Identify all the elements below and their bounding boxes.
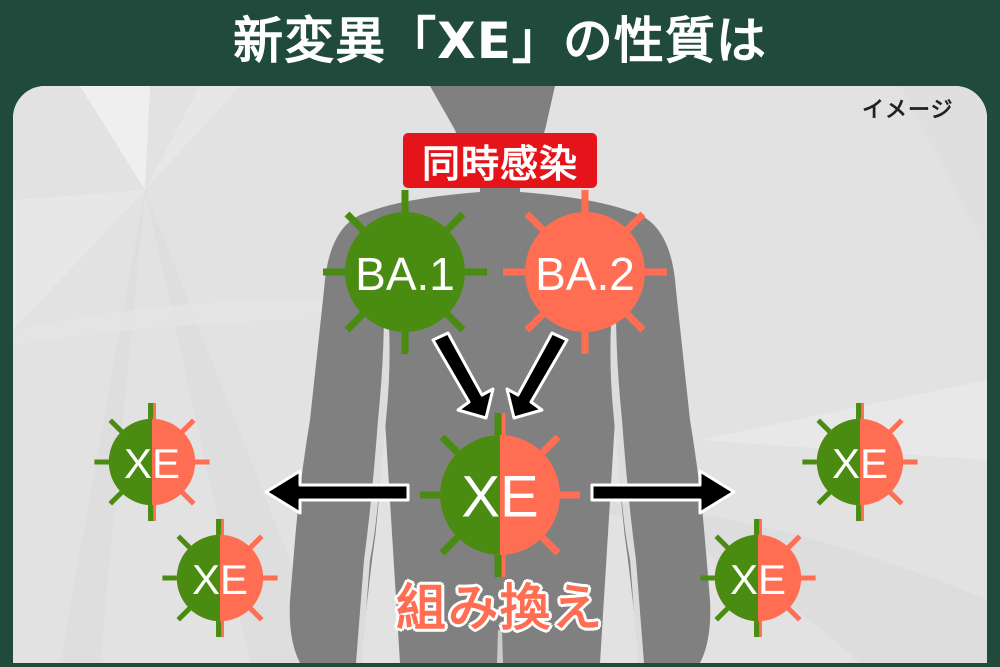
virus-xe-small-icon bbox=[700, 518, 816, 638]
virus-xe-small-icon bbox=[802, 402, 918, 522]
page-title: 新変異「XE」の性質は bbox=[233, 12, 767, 70]
recombination-label: 組み換え bbox=[396, 579, 604, 637]
virus-xe-large-label: XE bbox=[461, 464, 539, 530]
arrow-down-right-icon bbox=[431, 331, 495, 420]
arrow-down-left-icon bbox=[505, 331, 569, 420]
virus-xe-small-icon bbox=[94, 402, 210, 522]
arrow-left-icon bbox=[264, 469, 410, 515]
header-bar: 新変異「XE」の性質は bbox=[0, 0, 1000, 86]
virus-ba2-icon bbox=[503, 190, 667, 354]
virus-xe-small-icon bbox=[162, 518, 278, 638]
virus-xe-small-label: XE bbox=[831, 440, 889, 487]
arrow-right-icon bbox=[590, 469, 736, 515]
virus-xe-small-label: XE bbox=[123, 440, 181, 487]
virus-xe-large-icon bbox=[420, 413, 580, 577]
virus-ba2-label: BA.2 bbox=[535, 248, 635, 300]
virus-ba1-label: BA.1 bbox=[355, 248, 455, 300]
virus-xe-small-label: XE bbox=[191, 556, 249, 603]
coinfection-label: 同時感染 bbox=[421, 142, 578, 186]
coinfection-badge: 同時感染 bbox=[403, 133, 597, 188]
virus-ba1-icon bbox=[323, 190, 487, 354]
virus-xe-small-label: XE bbox=[729, 556, 787, 603]
image-caption: イメージ bbox=[862, 98, 954, 123]
